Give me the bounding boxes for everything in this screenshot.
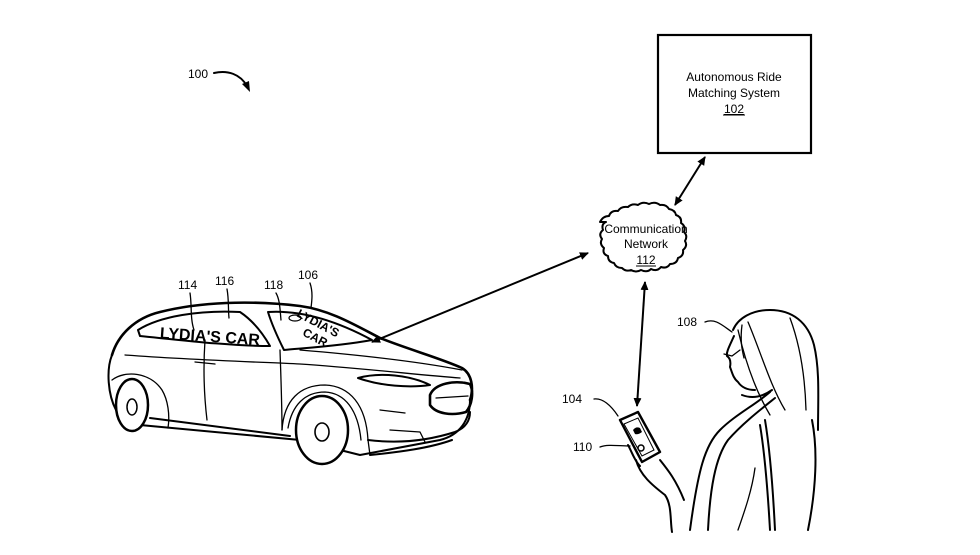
phone-screen bbox=[623, 417, 655, 457]
rider-arm bbox=[635, 459, 673, 533]
arrow-vehicle-to-network bbox=[371, 252, 589, 343]
matching-system-border bbox=[656, 33, 813, 155]
ref-116-label: 116 bbox=[215, 274, 234, 288]
front-tire bbox=[294, 394, 350, 466]
vehicle-door-line bbox=[279, 349, 283, 431]
matching-system-title-line1: Autonomous Ride bbox=[686, 70, 782, 84]
rider-back-line bbox=[764, 419, 776, 531]
ref-108-leader bbox=[704, 320, 733, 333]
rider-hair bbox=[732, 309, 820, 431]
rear-wheel bbox=[111, 373, 170, 433]
vehicle-reference-labels: 114 116 118 106 bbox=[178, 268, 318, 331]
ref-114-leader bbox=[189, 292, 195, 331]
matching-system-ref: 102 bbox=[724, 102, 744, 116]
arrow-network-to-system bbox=[674, 156, 706, 206]
ref-104-label: 104 bbox=[562, 392, 582, 406]
ref-104-leader bbox=[593, 398, 619, 417]
autonomous-vehicle: LYDIA'S CAR LYDIA'S CAR bbox=[107, 301, 474, 466]
figure-reference: 100 bbox=[188, 67, 250, 92]
ref-118-label: 118 bbox=[264, 278, 283, 292]
figure-reference-label: 100 bbox=[188, 67, 208, 81]
front-wheel bbox=[281, 384, 371, 466]
phone-button-icon bbox=[637, 444, 645, 452]
vehicle-hood-line bbox=[299, 349, 463, 371]
rider-person bbox=[635, 309, 820, 533]
matching-system-box: Autonomous Ride Matching System 102 bbox=[656, 33, 813, 155]
vehicle-fog-light bbox=[379, 409, 406, 414]
rider-back-line bbox=[759, 424, 771, 531]
phone-body bbox=[618, 410, 662, 464]
rear-hub bbox=[126, 398, 138, 416]
front-wheel-arch-inner bbox=[287, 391, 362, 441]
rider-thumb bbox=[627, 444, 641, 467]
rider-reference-labels: 108 104 110 bbox=[562, 315, 733, 454]
ref-110-leader bbox=[599, 444, 631, 448]
front-hub bbox=[314, 422, 330, 442]
rider-shoulder bbox=[689, 391, 771, 531]
ref-106-label: 106 bbox=[298, 268, 318, 282]
rider-hair-strand bbox=[737, 329, 771, 416]
rider-hair-strand bbox=[747, 321, 786, 411]
vehicle-grille bbox=[428, 381, 474, 416]
network-title-line1: Communication bbox=[604, 222, 687, 236]
rear-tire bbox=[114, 377, 150, 433]
vehicle-door-handle bbox=[194, 361, 216, 365]
vehicle-grille-bar bbox=[435, 395, 469, 399]
ref-110-label: 110 bbox=[573, 440, 592, 454]
vehicle-roof-outline bbox=[110, 301, 474, 402]
rider-hair-strand bbox=[789, 317, 807, 411]
vehicle-door-line bbox=[203, 339, 208, 421]
vehicle-side-window bbox=[137, 310, 271, 347]
cloud-outline-icon bbox=[599, 201, 688, 273]
network-ref: 112 bbox=[636, 253, 655, 267]
rear-wheel-arch bbox=[111, 373, 170, 429]
ref-106-leader bbox=[309, 282, 313, 309]
rider-hair-strand bbox=[740, 324, 745, 359]
rider-strap bbox=[707, 397, 776, 531]
ref-114-label: 114 bbox=[178, 278, 197, 292]
rider-arm bbox=[659, 459, 685, 501]
vehicle-front-bumper bbox=[367, 411, 471, 443]
rider-back-outline bbox=[807, 419, 817, 531]
communication-network-cloud: Communication Network 112 bbox=[599, 201, 688, 273]
matching-system-title-line2: Matching System bbox=[688, 86, 780, 100]
front-wheel-arch bbox=[281, 384, 371, 456]
windshield-sensor-icon bbox=[288, 314, 302, 322]
network-title-line2: Network bbox=[624, 237, 669, 251]
client-device bbox=[618, 410, 662, 467]
car-app-icon bbox=[633, 427, 642, 435]
vehicle-windshield bbox=[267, 310, 373, 351]
vehicle-belt-line bbox=[124, 354, 461, 379]
ref-116-leader bbox=[226, 288, 230, 319]
rider-fold-line bbox=[737, 467, 756, 531]
vehicle-skirt bbox=[369, 439, 453, 456]
vehicle-headlight bbox=[357, 373, 431, 388]
side-window-display-text: LYDIA'S CAR bbox=[159, 325, 261, 349]
rider-glasses-icon bbox=[723, 349, 741, 357]
rider-face-profile bbox=[725, 335, 756, 391]
arrowhead-icon bbox=[242, 81, 250, 92]
figure-reference-arrow bbox=[213, 71, 248, 87]
vehicle-lower-intake bbox=[389, 429, 426, 443]
vehicle-rocker bbox=[149, 417, 291, 437]
ref-108-label: 108 bbox=[677, 315, 697, 329]
arrow-network-to-device bbox=[633, 281, 649, 407]
ref-118-leader bbox=[275, 292, 282, 321]
